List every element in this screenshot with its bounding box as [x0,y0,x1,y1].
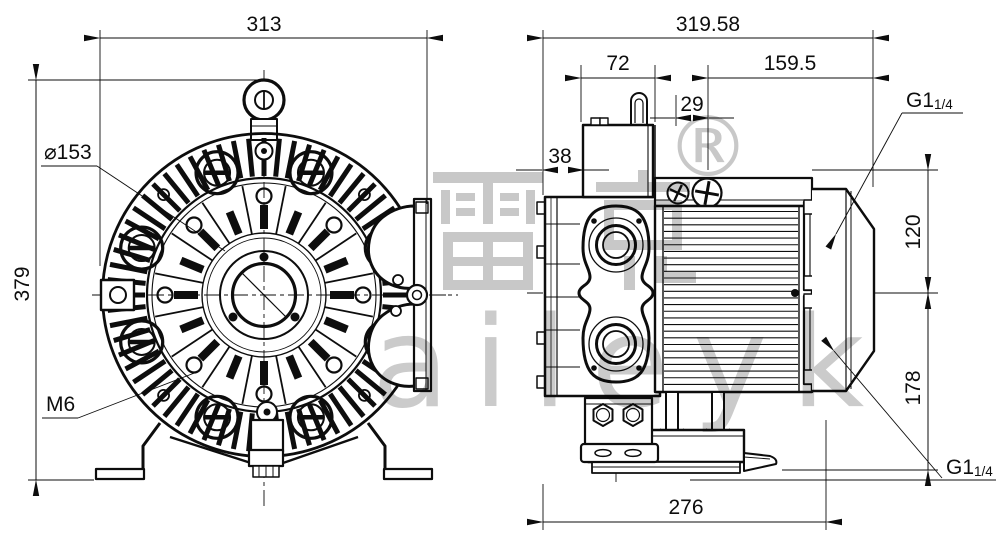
foot-flange [579,442,660,464]
dim-178: 178 [902,370,925,405]
dim-29: 29 [680,93,703,116]
front-dimensions: 313 379 ⌀153 M6 [11,13,443,496]
dim-38: 38 [548,145,571,168]
side-boss [99,278,136,312]
cable-gland [630,92,648,125]
side-view: 319.58 72 159.5 29 38 G11/4 120 [516,13,996,530]
hex-bolt-icon [592,403,614,427]
motor-body [653,176,814,394]
muffler-front [367,197,446,393]
side-dimensions: 319.58 72 159.5 29 38 G11/4 120 [516,13,996,530]
dim-379: 379 [11,266,34,301]
dim-313: 313 [246,13,281,36]
shaft-hub [228,141,300,322]
pump-head [536,195,662,398]
dim-120: 120 [902,214,925,249]
dim-g1-quarter-top: G11/4 [906,89,953,112]
hex-bolt-icon [622,403,644,427]
dim-319-58: 319.58 [676,13,740,36]
base-assembly [579,391,778,474]
motor-fins [664,210,798,385]
dim-dia153: ⌀153 [44,141,92,164]
dim-276: 276 [668,496,703,519]
shaft-end [791,289,799,297]
mounting-feet-front [94,401,434,481]
screw-icon [691,177,723,209]
rear-cover [812,187,876,393]
dim-159-5: 159.5 [764,52,817,75]
dim-m6: M6 [46,393,75,416]
dim-72: 72 [606,52,629,75]
lifting-eye [242,78,286,141]
terminal-box [581,92,656,199]
front-view: 313 379 ⌀153 M6 [11,13,458,508]
dim-g1-quarter-bottom: G11/4 [946,456,993,479]
drain-tab [743,452,778,472]
